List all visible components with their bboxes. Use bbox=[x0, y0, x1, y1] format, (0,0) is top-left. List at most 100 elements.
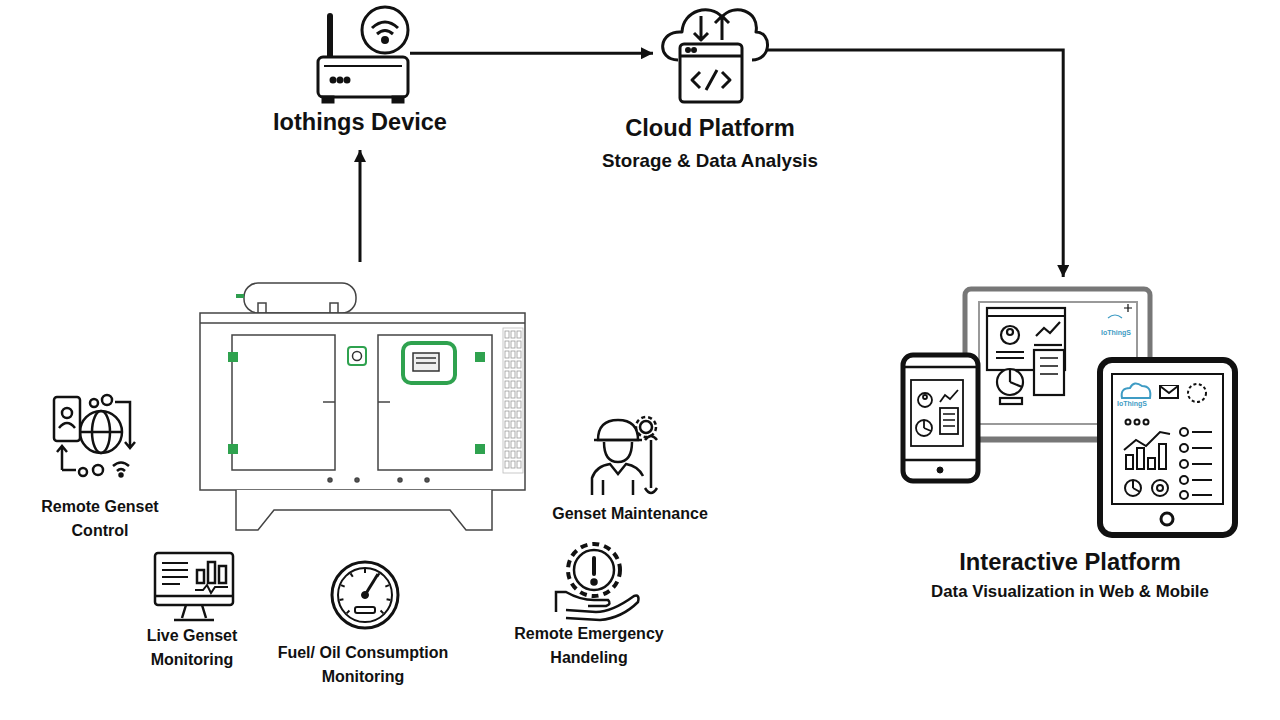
router-icon-part bbox=[383, 38, 388, 43]
genset-illustration-part-part bbox=[517, 351, 521, 358]
genset-illustration-part-part bbox=[505, 461, 509, 468]
laptop-illustration-part bbox=[987, 308, 1065, 404]
genset-illustration-part bbox=[200, 313, 525, 490]
genset-illustration-part-part bbox=[505, 441, 509, 448]
genset-illustration-part-part bbox=[505, 351, 509, 358]
laptop-illustration-part-part bbox=[1034, 350, 1064, 395]
genset-illustration-part bbox=[416, 362, 436, 364]
genset-illustration-part-part bbox=[517, 451, 521, 458]
tablet-illustration-part-part bbox=[1122, 383, 1151, 398]
phone-illustration-part bbox=[903, 459, 978, 462]
genset-illustration-part bbox=[228, 444, 238, 454]
genset-illustration-part-part bbox=[505, 371, 509, 378]
fuel-gauge-icon-part-part bbox=[381, 611, 384, 614]
remote-control-icon-part bbox=[102, 395, 112, 405]
phone-illustration-part bbox=[903, 355, 978, 481]
fuel-gauge-icon-part bbox=[338, 568, 392, 622]
genset-illustration-part-part bbox=[511, 361, 515, 368]
cloud-node: Cloud PlatformStorage & Data Analysis bbox=[560, 5, 860, 172]
genset-illustration-part bbox=[353, 352, 362, 361]
genset-illustration-part-part bbox=[505, 381, 509, 388]
live-monitoring-icon-part bbox=[219, 566, 226, 583]
feature-label: Fuel/ Oil Consumption Monitoring bbox=[258, 641, 468, 689]
feature-label: Genset Maintenance bbox=[530, 502, 730, 526]
genset-link-arrow bbox=[360, 150, 361, 262]
genset-illustration-part bbox=[378, 335, 492, 470]
genset-illustration-part bbox=[236, 294, 244, 298]
fuel-gauge-icon-part bbox=[332, 562, 398, 628]
genset-illustration-part bbox=[328, 478, 332, 482]
fuel-gauge-icon-part-part bbox=[347, 611, 350, 614]
platform-node: Interactive PlatformData Visualization i… bbox=[880, 285, 1260, 602]
tablet-illustration-part-part bbox=[1137, 448, 1144, 469]
live-monitoring-icon-part bbox=[197, 570, 204, 583]
fuel-gauge-icon-part-part bbox=[339, 598, 343, 601]
genset-illustration-part-part bbox=[511, 341, 515, 348]
remote-control-icon-part bbox=[62, 469, 76, 472]
tablet-illustration-part-part bbox=[1180, 460, 1188, 468]
remote-control-icon-part bbox=[90, 399, 98, 407]
remote-control-icon-part bbox=[93, 465, 103, 475]
fuel-gauge-icon-part-part bbox=[387, 598, 391, 601]
genset-illustration-part-part bbox=[511, 371, 515, 378]
logo-text: IoThingS bbox=[1112, 400, 1152, 408]
genset-illustration-part bbox=[355, 478, 359, 482]
genset-illustration-part-part bbox=[517, 331, 521, 338]
live-monitoring-icon-part bbox=[208, 562, 215, 583]
phone-illustration-part bbox=[903, 366, 978, 369]
genset-illustration-part bbox=[505, 331, 521, 468]
router-icon-part bbox=[327, 16, 333, 57]
node-subtitle: Data Visualization in Web & Mobile bbox=[880, 582, 1260, 602]
laptop-illustration-part-part bbox=[1034, 344, 1062, 346]
router-icon-part bbox=[372, 22, 398, 28]
genset-illustration-part-part bbox=[505, 391, 509, 398]
tablet-illustration-part-part bbox=[1180, 491, 1188, 499]
router-icon-part bbox=[377, 31, 393, 35]
node-heading: Cloud Platform bbox=[560, 114, 860, 143]
fuel-gauge-icon bbox=[332, 562, 398, 628]
genset-illustration-part bbox=[200, 322, 525, 324]
genset-illustration-part bbox=[232, 335, 335, 470]
genset-illustration-part bbox=[348, 347, 366, 365]
genset-illustration-part-part bbox=[511, 401, 515, 408]
laptop-illustration-part-part bbox=[1007, 329, 1013, 335]
phone-illustration-part-part bbox=[940, 408, 958, 434]
remote-control-icon-part bbox=[117, 469, 125, 471]
tablet-illustration bbox=[1100, 360, 1235, 535]
flow-arrow bbox=[410, 52, 653, 55]
router-icon bbox=[318, 7, 408, 102]
logo-text: IoThingS bbox=[1096, 329, 1136, 337]
tablet-illustration-part-part bbox=[1125, 480, 1141, 496]
laptop-illustration-part-part bbox=[987, 315, 1065, 317]
node-heading: Interactive Platform bbox=[880, 548, 1260, 577]
genset-illustration-part bbox=[425, 478, 429, 482]
genset-illustration-part-part bbox=[517, 341, 521, 348]
tablet-illustration-part-part bbox=[1133, 480, 1140, 492]
router-icon-part bbox=[362, 7, 408, 53]
genset-illustration-part-part bbox=[511, 411, 515, 418]
genset-illustration-part-part bbox=[505, 421, 509, 428]
tablet-illustration-part-part bbox=[1192, 479, 1212, 481]
genset-illustration-part-part bbox=[505, 411, 509, 418]
remote-control-icon-part bbox=[79, 468, 87, 476]
tablet-illustration-part-part bbox=[1192, 431, 1212, 433]
fuel-gauge-icon-part bbox=[339, 569, 390, 613]
tablet-illustration-part-part bbox=[1135, 420, 1140, 425]
laptop-illustration-part bbox=[1124, 304, 1132, 312]
live-monitoring-icon-part bbox=[195, 585, 228, 593]
node-heading: Iothings Device bbox=[255, 108, 465, 137]
tablet-illustration-part bbox=[1161, 513, 1173, 525]
live-monitoring-icon-part bbox=[162, 563, 188, 584]
remote-control-icon-part bbox=[113, 463, 129, 467]
phone-illustration-part bbox=[911, 380, 963, 446]
laptop-illustration-part bbox=[1108, 315, 1122, 318]
maintenance-icon bbox=[592, 417, 657, 495]
genset-illustration-part bbox=[258, 303, 266, 313]
remote-control-icon-part bbox=[59, 423, 75, 428]
genset-illustration-part-part bbox=[517, 381, 521, 388]
tablet-illustration-part-part bbox=[1148, 458, 1155, 469]
emergency-icon-part bbox=[556, 592, 639, 620]
genset-illustration-part-part bbox=[517, 361, 521, 368]
maintenance-icon-part bbox=[594, 439, 642, 442]
